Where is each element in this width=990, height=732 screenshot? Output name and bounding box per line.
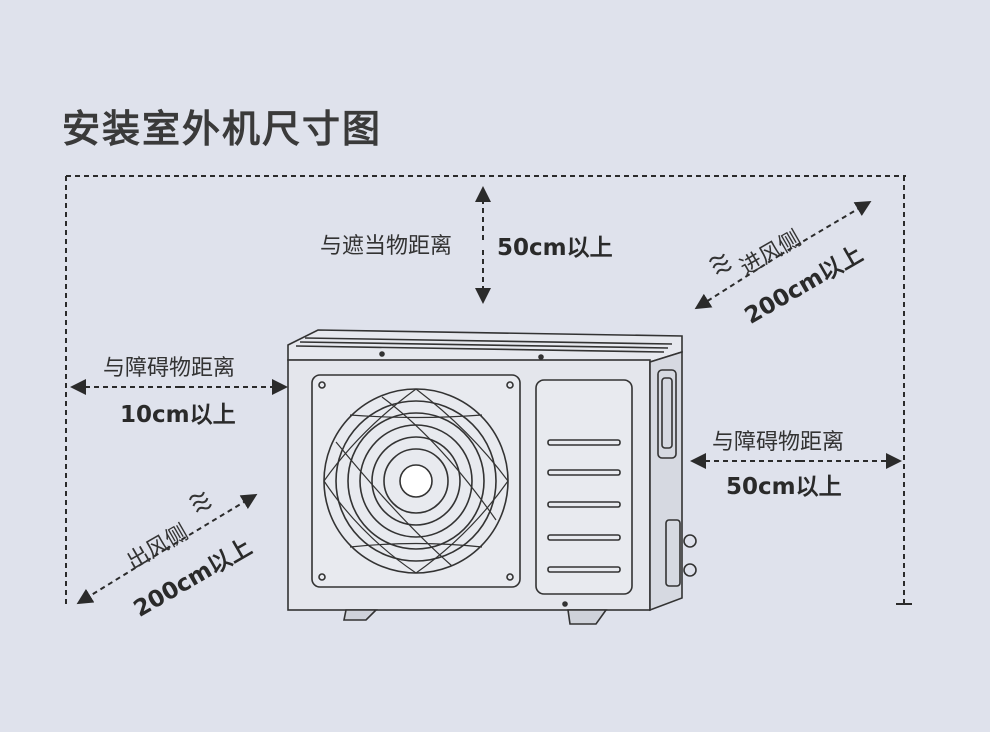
intake-arrow-up xyxy=(779,200,872,256)
airflow-icon xyxy=(189,491,212,513)
page-title: 安装室外机尺寸图 xyxy=(62,107,383,151)
outdoor-unit-illustration xyxy=(287,329,697,625)
left-distance-label: 与障碍物距离 xyxy=(103,356,236,381)
boundary-dashed-lines xyxy=(65,175,906,604)
left-distance-value: 10cm以上 xyxy=(120,402,236,428)
airflow-icon xyxy=(709,253,732,275)
dimension-arrows xyxy=(70,186,902,605)
outlet-arrow-up xyxy=(165,493,258,550)
right-distance-label: 与障碍物距离 xyxy=(712,430,845,455)
top-distance-label: 与遮当物距离 xyxy=(320,234,453,259)
intake-arrow-down xyxy=(694,254,781,310)
right-distance-value: 50cm以上 xyxy=(726,474,842,500)
top-distance-value: 50cm以上 xyxy=(497,235,613,261)
outlet-arrow-down xyxy=(76,548,167,605)
